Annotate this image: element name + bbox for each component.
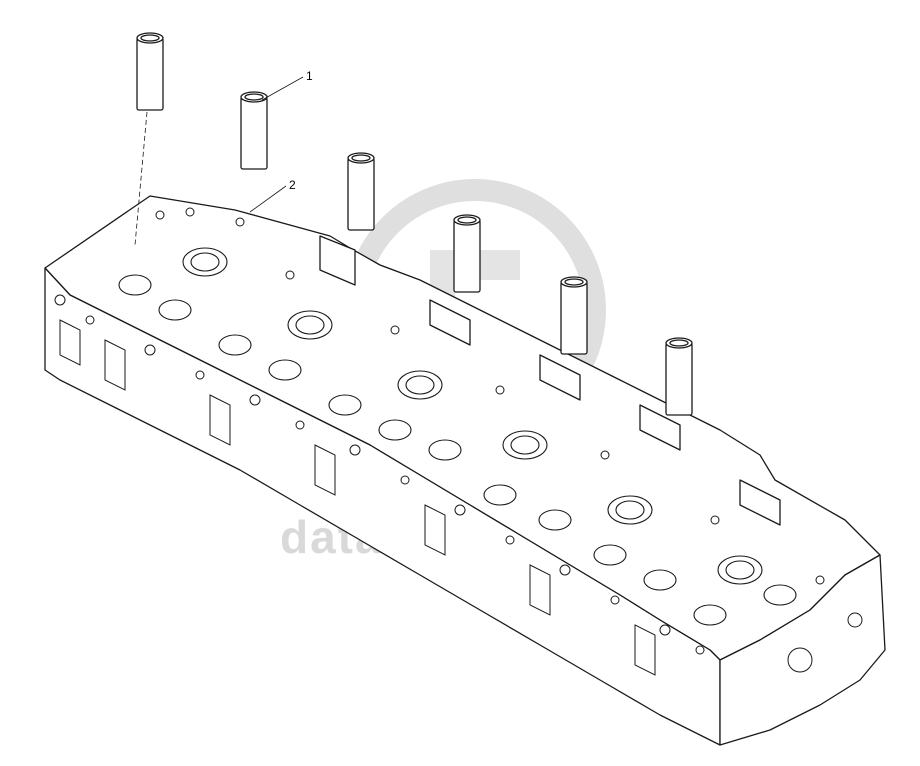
alignment-line (134, 111, 148, 246)
leader-line-2 (249, 185, 287, 213)
callout-label-2: 2 (289, 178, 296, 192)
callout-label-1: 1 (306, 69, 313, 83)
injector-sleeve (347, 152, 375, 231)
injector-sleeve (453, 214, 481, 293)
injector-sleeve (560, 276, 588, 355)
injector-sleeve (136, 32, 164, 111)
bolt-holes (54, 207, 825, 655)
front-face-pockets (59, 319, 863, 676)
injector-sleeve (240, 91, 268, 170)
leader-line-1 (261, 76, 304, 101)
valve-ports (118, 247, 797, 626)
injector-sleeve (665, 337, 693, 416)
injector-sleeves (136, 32, 693, 416)
